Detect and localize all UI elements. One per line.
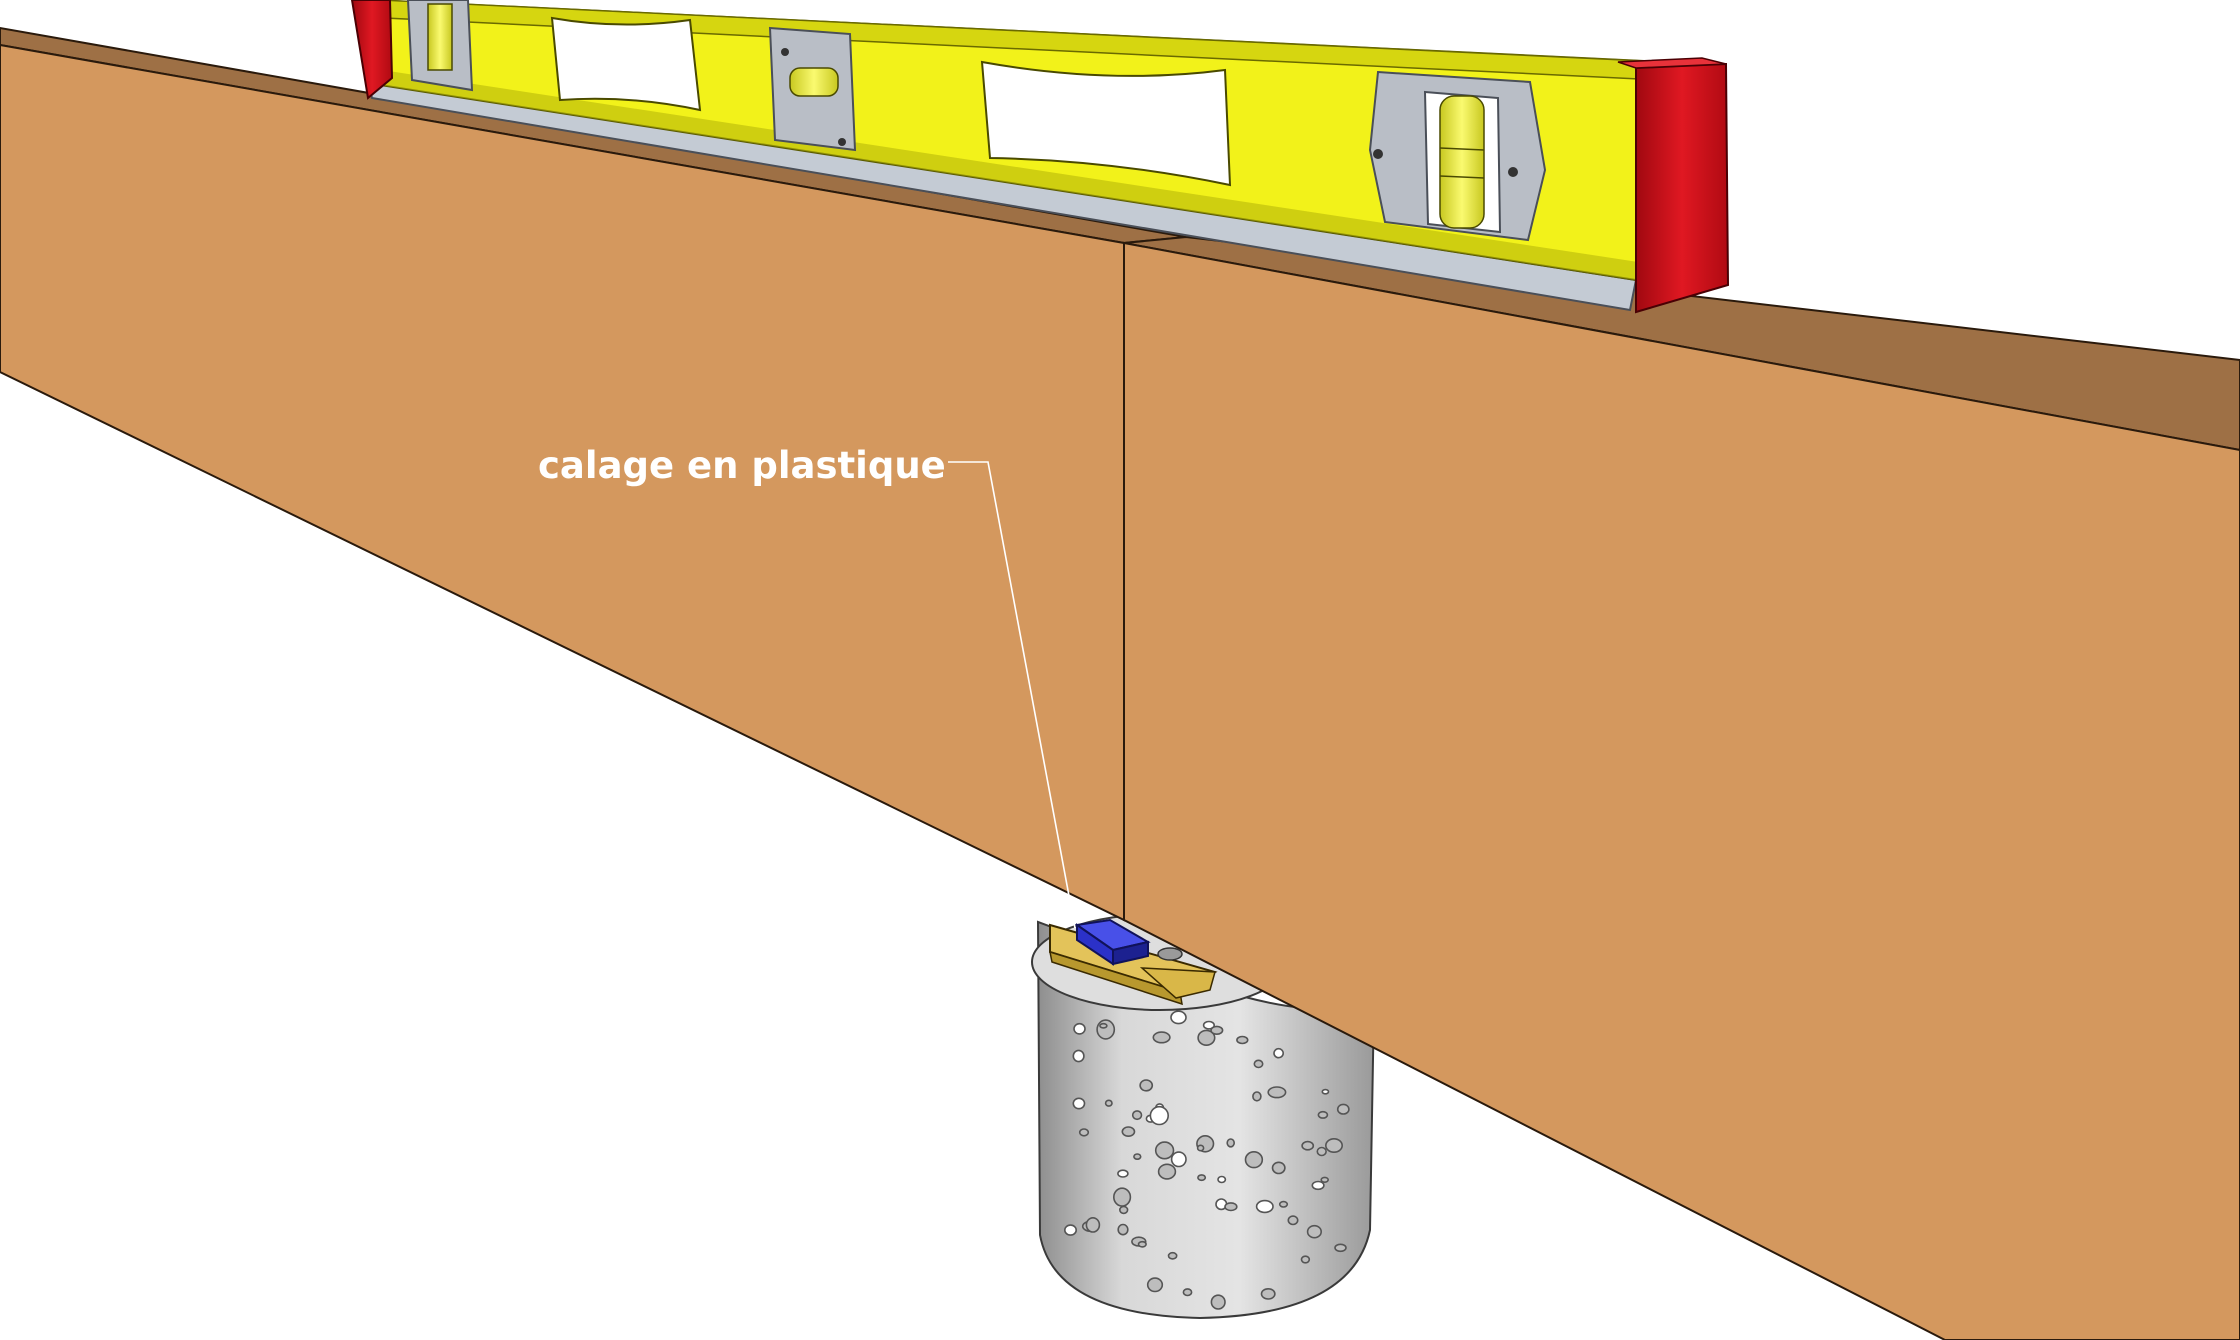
spirit-level-icon <box>350 0 1730 314</box>
pier-pebble <box>1260 1288 1276 1300</box>
pier-pebble <box>1202 1020 1215 1030</box>
pier-pebble <box>1085 1217 1101 1233</box>
pier-pebble <box>1182 1288 1193 1297</box>
pier-pebble <box>1317 1110 1329 1119</box>
pier-pebble <box>1267 1086 1287 1099</box>
pier-pebble <box>1154 1141 1175 1160</box>
pier-pebble <box>1170 1151 1187 1168</box>
level-vial-center <box>768 26 857 152</box>
pier-pebble <box>1078 1128 1090 1137</box>
pier-pebble <box>1210 1025 1224 1036</box>
pier-pebble <box>1273 1047 1284 1059</box>
pier-pebble <box>1197 1029 1216 1047</box>
pier-pebble <box>1311 1180 1325 1191</box>
pier-pebble <box>1321 1088 1330 1095</box>
pier-pebble <box>1152 1031 1171 1044</box>
pier-pebble <box>1157 1163 1177 1180</box>
pier-pebble <box>1117 1223 1129 1236</box>
pier-pebble <box>1121 1126 1136 1137</box>
pier-pebble <box>1149 1105 1170 1126</box>
pier-pebble <box>1255 1199 1274 1214</box>
pier-pebble <box>1300 1255 1311 1264</box>
pier-pebble <box>1072 1097 1086 1110</box>
wooden-beam-right <box>1123 235 2240 1340</box>
pier-pebble <box>1117 1169 1129 1178</box>
pier-pebble <box>1306 1224 1322 1239</box>
level-vial-left <box>406 0 474 92</box>
pier-pebble <box>1099 1022 1108 1029</box>
level-cap-left <box>350 0 394 100</box>
pier-pebble <box>1236 1035 1249 1045</box>
pier-pebble <box>1104 1099 1113 1107</box>
beam-right-face <box>1123 241 2240 1340</box>
level-window-1 <box>550 16 702 112</box>
level-window-2 <box>980 60 1232 187</box>
pier-pebble <box>1316 1146 1327 1157</box>
pier-pebble <box>1064 1224 1078 1236</box>
pier-pebble <box>1271 1161 1286 1175</box>
level-cap-right <box>1635 62 1730 314</box>
pier-pebble <box>1197 1174 1207 1182</box>
pier-pebble <box>1210 1294 1226 1310</box>
callout: calage en plastique <box>538 444 1076 929</box>
pier-pebble <box>1170 1010 1187 1025</box>
pier-pebble <box>1096 1019 1116 1040</box>
pier-aggregate <box>1064 1010 1350 1310</box>
pier-pebble <box>1252 1091 1262 1102</box>
pier-pebble <box>1334 1243 1347 1253</box>
pier-pebble <box>1072 1049 1085 1063</box>
pier-pebble <box>1253 1059 1264 1069</box>
pier-pebble <box>1226 1138 1235 1148</box>
callout-leader-line <box>948 461 1076 929</box>
pier-pebble <box>1287 1215 1299 1226</box>
pier-pebble <box>1139 1079 1154 1092</box>
pier-pebble <box>1325 1138 1344 1154</box>
pier-pebble <box>1146 1277 1164 1293</box>
pier-pebble <box>1336 1103 1350 1115</box>
pier-pebble <box>1118 1205 1129 1215</box>
pier-pebble <box>1167 1251 1178 1260</box>
pier-pebble <box>1224 1202 1238 1212</box>
plastic-shim-icon <box>1074 918 1151 966</box>
callout-label: calage en plastique <box>538 444 946 487</box>
pier-pebble <box>1244 1150 1264 1169</box>
pier-pebble <box>1196 1144 1205 1152</box>
pier-pebble <box>1133 1153 1142 1160</box>
pier-pebble <box>1320 1176 1329 1184</box>
pier-pebble <box>1073 1022 1086 1035</box>
pier-pebble <box>1112 1187 1132 1207</box>
pier-pebble <box>1278 1200 1289 1208</box>
pier-pebble <box>1301 1140 1315 1151</box>
level-vial-right <box>1368 70 1547 242</box>
pier-pebble <box>1217 1175 1227 1184</box>
pier-pebble <box>1137 1240 1147 1248</box>
pier-pebble <box>1131 1110 1143 1121</box>
